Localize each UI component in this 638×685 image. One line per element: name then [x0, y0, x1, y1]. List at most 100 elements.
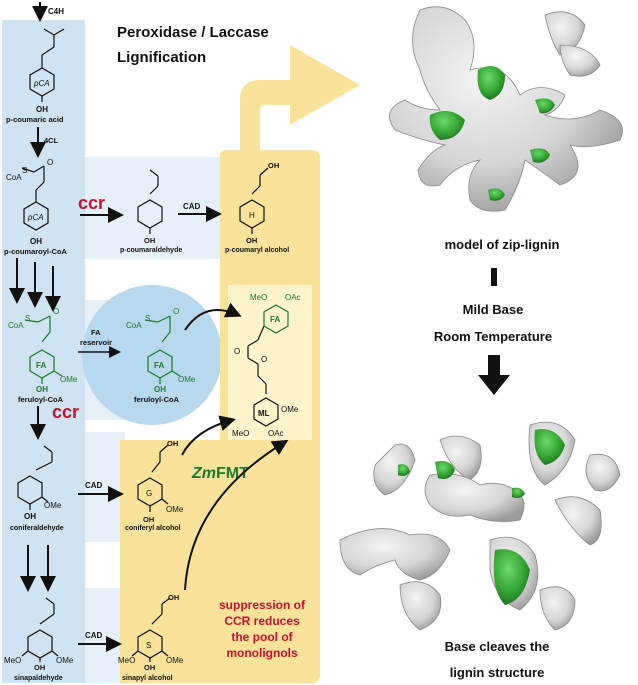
enzyme-zmfmt: ZmFMT: [191, 465, 249, 482]
meo-group-ml-bottom: MeO: [232, 429, 249, 438]
meo-group-sinapyl: MeO: [118, 656, 135, 665]
label-cleave-line-2: lignin structure: [450, 665, 545, 680]
p-coumaroyl-coa-structure: [21, 165, 49, 231]
o-atom-ml-ester: O: [261, 355, 267, 364]
triple-arrows-to-feruloyl: [9, 258, 61, 312]
suppression-line-1: suppression of: [219, 598, 306, 612]
suppression-note: suppression of CCR reduces the pool of m…: [219, 598, 306, 660]
feruloyl-coa-left-structure: [24, 315, 63, 384]
o-atom-pcoumaroyl: O: [47, 158, 53, 167]
coa-group-feruloyl-left: CoA: [8, 321, 24, 330]
coniferaldehyde-structure: [17, 445, 53, 510]
ome-group-sinapaldehyde: OMe: [56, 656, 74, 665]
oh-group-pcoumaroyl: OH: [30, 237, 42, 246]
zip-lignin-model-image: [388, 6, 623, 212]
label-p-coumaroyl-coa: p-coumaroyl-CoA: [4, 247, 68, 256]
enzyme-cad-bottom: CAD: [85, 631, 103, 640]
coniferyl-alcohol-structure: [137, 444, 169, 512]
oh-group-pcoumaryl: OH: [246, 236, 257, 245]
feruloyl-coa-right-structure: [144, 315, 181, 384]
oh-group-feruloyl-right: OH: [154, 385, 166, 394]
oh-group-pcoumaraldehyde: OH: [144, 236, 155, 245]
sinapaldehyde-structure: [21, 597, 59, 662]
pca-ring-label-2: pCA: [27, 213, 44, 222]
condition-room-temp: Room Temperature: [434, 329, 552, 344]
o-atom-feruloyl-right: O: [173, 307, 179, 316]
label-cleave-line-1: Base cleaves the: [445, 639, 550, 654]
ome-group-sinapyl: OMe: [166, 656, 184, 665]
label-p-coumaraldehyde: p-coumaraldehyde: [120, 247, 182, 254]
arrow-4cl: 4CL: [30, 127, 59, 158]
arrow-coniferyl-to-ml: [181, 415, 236, 456]
enzyme-ccr-mid: ccr: [52, 402, 79, 422]
down-arrow-base-treatment: [478, 355, 510, 395]
fa-reservoir-label-1: FA: [91, 328, 101, 337]
suppression-line-2: CCR reduces: [224, 614, 300, 628]
s-atom-feruloyl-left: S: [25, 314, 30, 323]
suppression-line-4: monolignols: [226, 646, 298, 660]
g-ring-label: G: [146, 489, 152, 498]
ome-group-feruloyl-right: OMe: [178, 375, 196, 384]
meo-group-ml-top: MeO: [250, 293, 267, 302]
oh-group-sinapyl: OH: [144, 663, 155, 672]
ome-group-coniferaldehyde: OMe: [44, 501, 62, 510]
o-atom-feruloyl-left: O: [53, 307, 59, 316]
title-line-1: Peroxidase / Laccase: [117, 24, 269, 41]
label-coniferaldehyde: coniferaldehyde: [10, 525, 64, 532]
label-model-of-zip-lignin: model of zip-lignin: [445, 237, 560, 252]
oac-group-ml-bottom: OAc: [268, 429, 284, 438]
enzyme-cad-mid: CAD: [85, 481, 103, 490]
oh-group-pcoumaryl-top: OH: [268, 161, 279, 170]
oh-group-pcoumaric: OH: [36, 105, 48, 114]
oh-group-coniferyl: OH: [143, 515, 154, 524]
label-feruloyl-coa-left: feruloyl-CoA: [18, 395, 64, 404]
enzyme-ccr-top: ccr: [78, 193, 105, 213]
arrow-c4h: C4H: [32, 2, 64, 22]
suppression-line-3: the pool of: [231, 630, 293, 644]
pca-ring-label: pCA: [33, 79, 50, 88]
oac-group-ml-top: OAc: [285, 293, 301, 302]
ome-group-coniferyl: OMe: [166, 505, 184, 514]
s-ring-label: S: [146, 641, 151, 650]
p-coumaryl-alcohol-structure: [239, 167, 269, 234]
condition-mild-base: Mild Base: [463, 302, 524, 317]
oh-group-coniferyl-top: OH: [167, 439, 178, 448]
background-panels: [2, 20, 360, 683]
arrow-feruloyl-to-ml: [184, 302, 242, 331]
fa-ring-label-right: FA: [154, 361, 164, 370]
meo-group-sinapaldehyde: MeO: [4, 656, 21, 665]
s-atom-feruloyl-right: S: [145, 314, 150, 323]
h-ring-label: H: [249, 211, 255, 220]
separator-bar: [491, 268, 497, 286]
zmfmt-italic: Zm: [191, 465, 216, 482]
fa-reservoir-label-2: reservoir: [80, 338, 112, 347]
oh-group-sinapaldehyde: OH: [34, 663, 45, 672]
blue-row-sinapal: [85, 588, 125, 683]
label-sinapaldehyde: sinapaldehyde: [14, 675, 63, 682]
p-coumaraldehyde-structure: [137, 169, 163, 234]
enzyme-4cl: 4CL: [44, 136, 59, 145]
fa-ml-conjugate-structure: [247, 304, 289, 427]
cleaved-lignin-model-image: [339, 421, 621, 631]
sinapyl-alcohol-structure: [131, 597, 171, 662]
ml-box: [228, 285, 312, 440]
label-coniferyl-alcohol: coniferyl alcohol: [125, 525, 181, 532]
ome-group-ml-bottom: OMe: [281, 405, 299, 414]
enzyme-cad-top: CAD: [183, 202, 201, 211]
coa-group-pcoumaroyl: CoA: [6, 173, 22, 182]
p-coumaric-acid-structure: [29, 28, 65, 102]
label-sinapyl-alcohol: sinapyl alcohol: [122, 675, 173, 682]
fa-ring-label-ml: FA: [270, 315, 280, 324]
ome-group-feruloyl-left: OMe: [60, 375, 78, 384]
label-feruloyl-coa-right: feruloyl-CoA: [134, 395, 180, 404]
s-atom-pcoumaroyl: S: [22, 166, 27, 175]
label-p-coumaric-acid: p-coumaric acid: [6, 115, 64, 124]
o-atom-ml-carbonyl: O: [234, 347, 240, 356]
enzyme-c4h: C4H: [48, 7, 64, 16]
title-line-2: Lignification: [117, 49, 206, 66]
double-arrows-to-sinapaldehyde: [20, 545, 56, 592]
fa-ring-label-left: FA: [36, 361, 46, 370]
ml-ring-label: ML: [258, 409, 270, 418]
label-p-coumaryl-alcohol: p-coumaryl alcohol: [225, 247, 289, 254]
